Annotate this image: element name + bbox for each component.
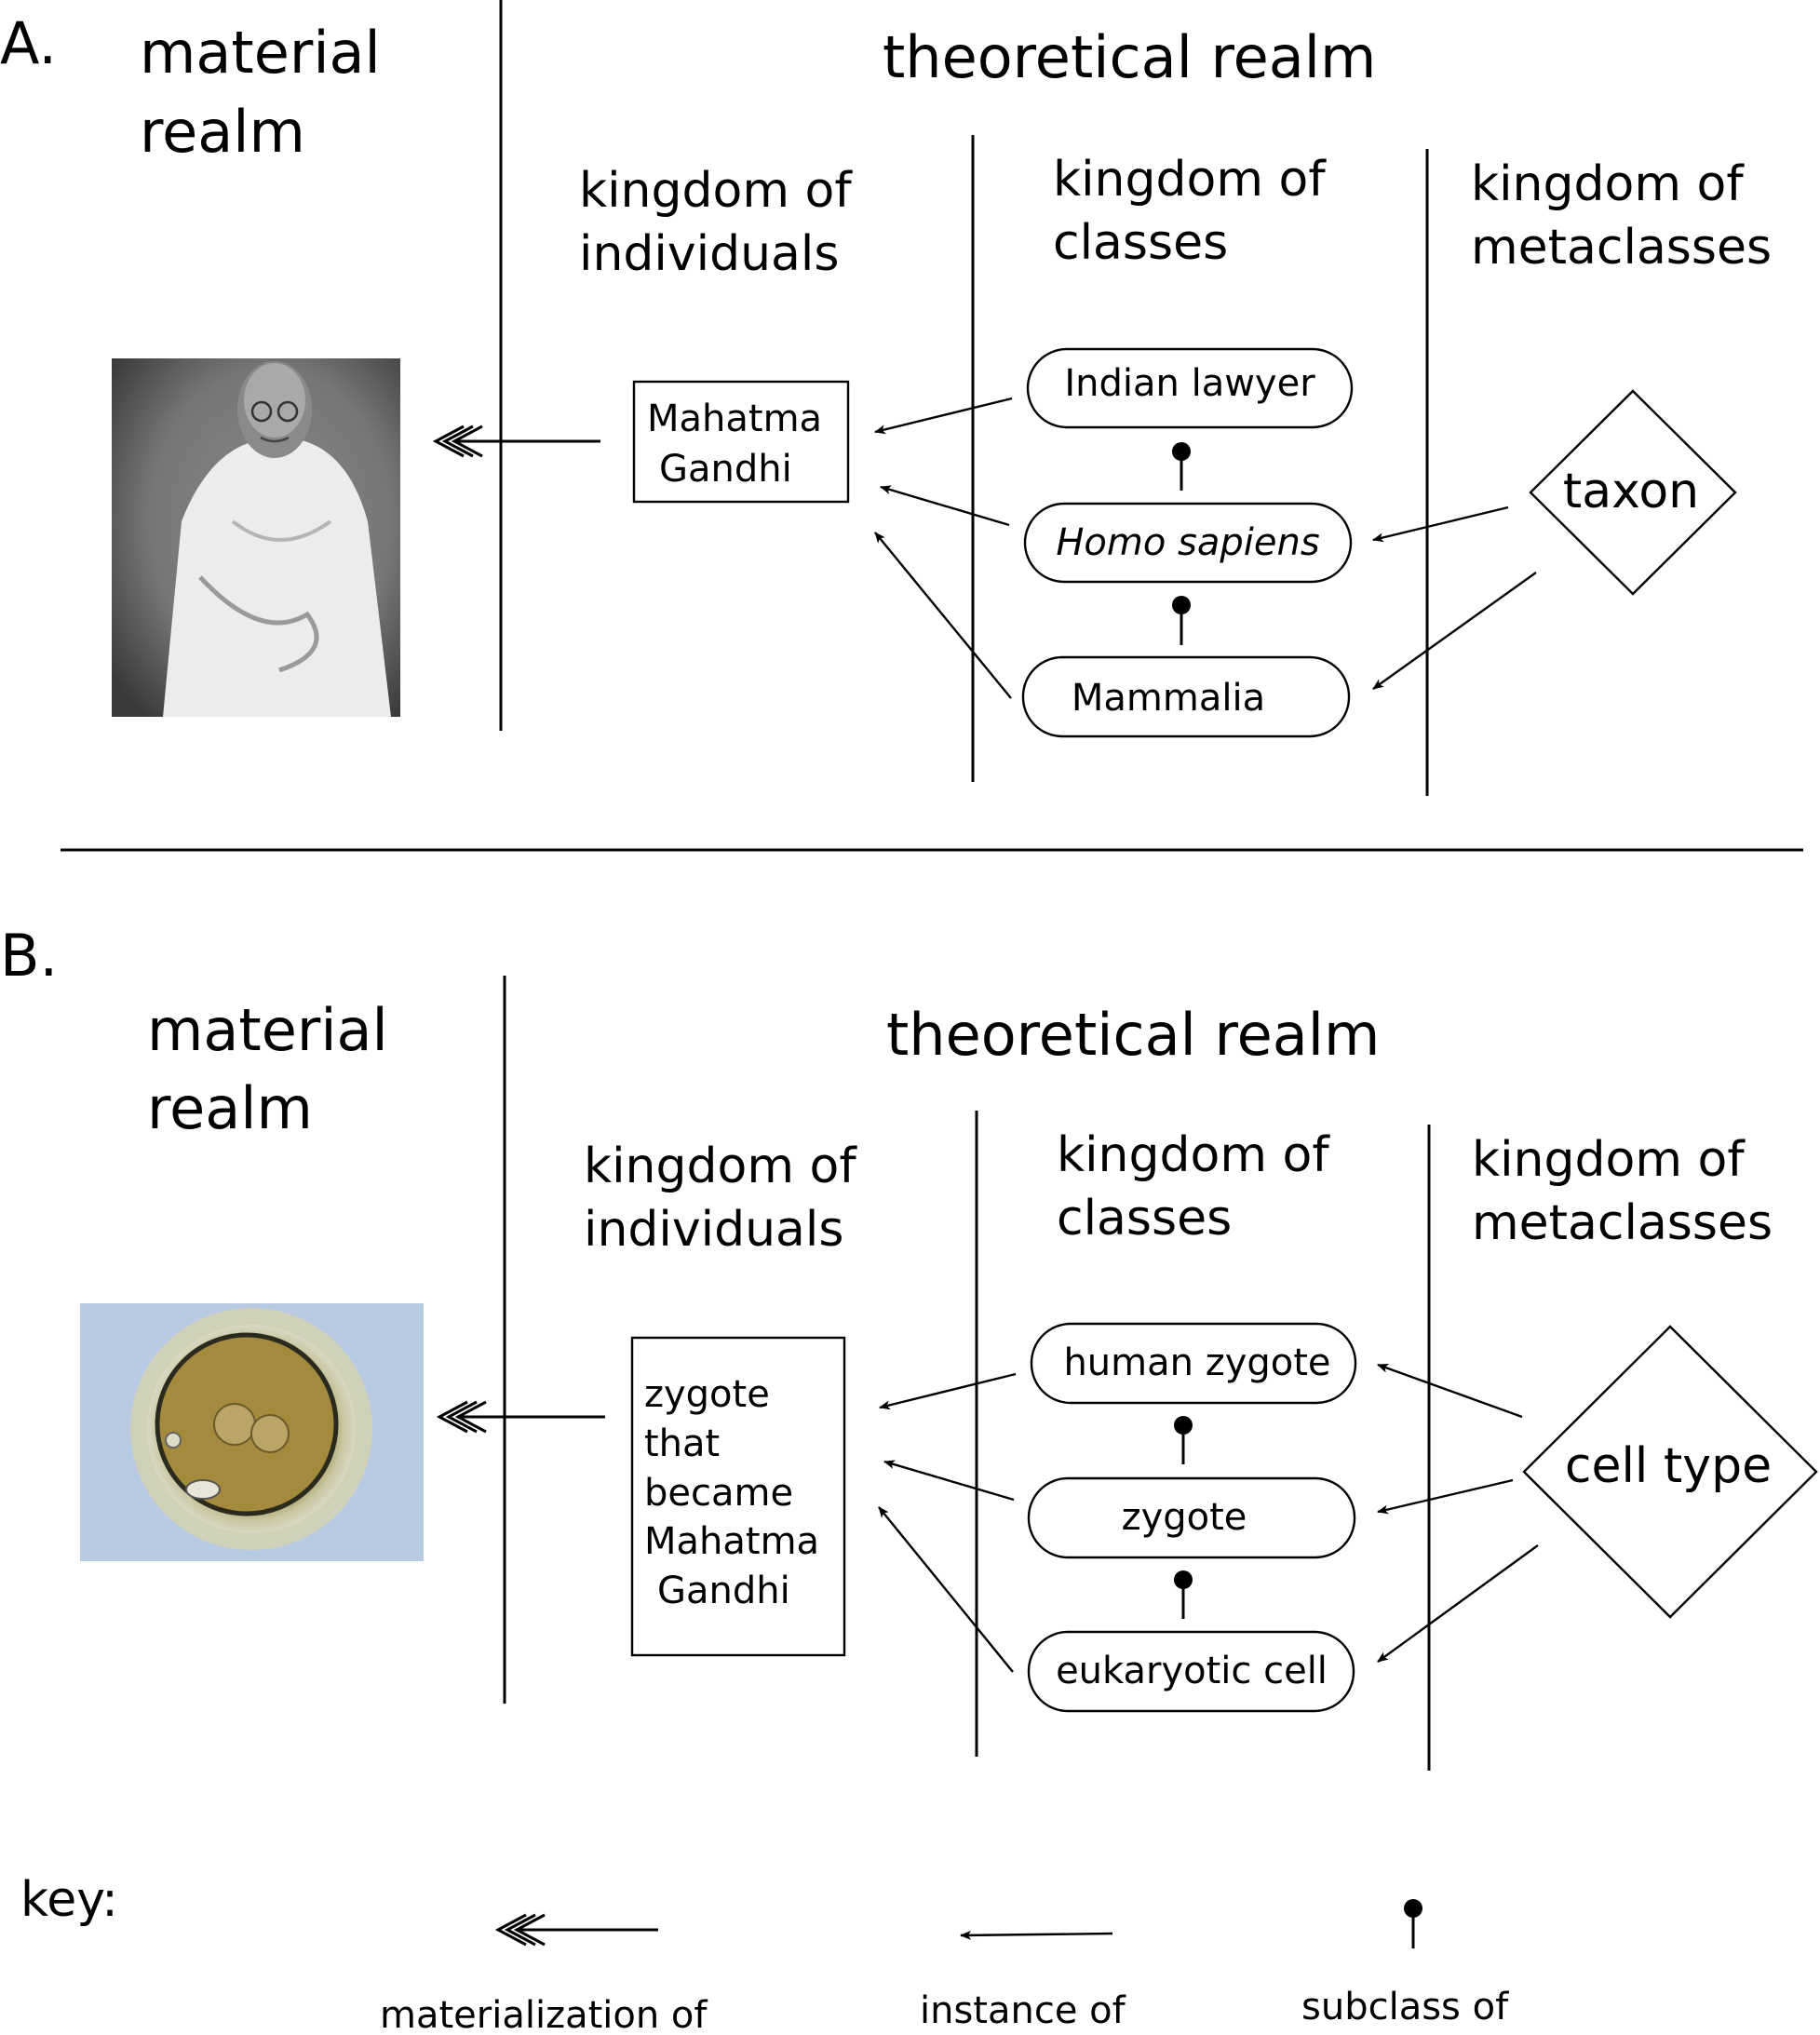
panel-b-individual-text-5: Gandhi (657, 1570, 790, 1612)
panel-b-metaclass-arrow-2 (1377, 1478, 1514, 1515)
panel-a-metaclass-arrow-1 (1372, 505, 1509, 543)
panel-a-class-indian-lawyer-label: Indian lawyer (1064, 362, 1315, 405)
panel-b-kingdom-metaclasses-1: kingdom of (1472, 1132, 1746, 1188)
key-materialization-symbol (494, 1913, 658, 1947)
panel-a-material-label-1: material (140, 19, 381, 87)
panel-b-subclass-marker-1 (1174, 1416, 1193, 1464)
panel-a-class-homo-sapiens-label: Homo sapiens (1056, 521, 1319, 564)
panel-a-class-indian-lawyer (1026, 347, 1354, 429)
panel-b-material-label-2: realm (147, 1074, 313, 1142)
panel-b-kingdom-classes-1: kingdom of (1057, 1127, 1330, 1183)
panel-a-subclass-marker-2 (1172, 596, 1191, 645)
panel-b-materialization-arrow (436, 1400, 605, 1434)
panel-a-theoretical-label: theoretical realm (883, 23, 1376, 91)
panel-a-individual-box (632, 380, 850, 504)
panel-a-subclass-marker-1 (1172, 442, 1191, 491)
panel-a-individual-text-1: Mahatma (647, 398, 822, 440)
panel-a-materialization-arrow (432, 425, 600, 458)
panel-b-metaclass-label: cell type (1565, 1438, 1772, 1494)
panel-a-class-mammalia-label: Mammalia (1072, 677, 1265, 720)
panel-b-metaclass-arrow-3 (1377, 1544, 1539, 1663)
panel-b-photo (80, 1303, 424, 1561)
panel-b-theoretical-label: theoretical realm (886, 1001, 1380, 1069)
key-label: key: (20, 1872, 118, 1928)
key-subclass-label: subclass of (1301, 1986, 1509, 2028)
panel-a-kingdom-metaclasses-2: metaclasses (1471, 220, 1772, 276)
panel-b-individual-text-2: that (644, 1422, 720, 1465)
panel-a-kingdom-individuals-2: individuals (579, 226, 839, 282)
panel-a: A. material realm theoretical realm king… (0, 0, 1772, 796)
key-instance-label: instance of (920, 1989, 1126, 2032)
panel-b: B. material realm theoretical realm king… (0, 922, 1818, 1771)
panel-b-class-zygote-label: zygote (1122, 1496, 1247, 1539)
panel-a-kingdom-individuals-1: kingdom of (579, 163, 853, 219)
panel-a-instance-arrow-2 (880, 485, 1010, 527)
panel-b-individual-text-1: zygote (644, 1373, 770, 1416)
panel-b-individual-text-3: became (644, 1472, 793, 1515)
panel-b-letter: B. (0, 922, 58, 990)
panel-a-letter: A. (0, 9, 57, 77)
panel-b-instance-arrow-2 (883, 1460, 1015, 1502)
panel-b-class-zygote (1027, 1476, 1356, 1559)
panel-b-kingdom-metaclasses-2: metaclasses (1472, 1195, 1773, 1251)
key-legend: key: materialization of instance of subc… (20, 1872, 1509, 2035)
panel-a-instance-arrow-1 (874, 397, 1013, 435)
panel-b-kingdom-individuals-2: individuals (584, 1202, 843, 1258)
panel-a-kingdom-classes-2: classes (1053, 215, 1228, 271)
panel-b-class-eukaryotic-cell (1027, 1630, 1355, 1713)
panel-b-individual-text-4: Mahatma (644, 1520, 819, 1563)
panel-a-metaclass-arrow-2 (1372, 572, 1537, 690)
panel-a-kingdom-classes-1: kingdom of (1053, 152, 1327, 208)
panel-b-class-human-zygote-label: human zygote (1063, 1341, 1330, 1384)
panel-a-photo (112, 358, 400, 717)
panel-b-material-label-1: material (147, 996, 388, 1064)
panel-a-metaclass-diamond (1529, 389, 1737, 596)
key-instance-symbol (960, 1930, 1113, 1940)
panel-a-individual-text-2: Gandhi (659, 448, 792, 491)
key-subclass-symbol (1404, 1899, 1422, 1948)
panel-b-metaclass-arrow-1 (1377, 1363, 1523, 1419)
panel-b-individual-box (630, 1336, 846, 1657)
panel-a-class-homo-sapiens (1023, 502, 1353, 584)
panel-b-metaclass-diamond (1522, 1325, 1818, 1619)
panel-b-kingdom-individuals-1: kingdom of (584, 1139, 857, 1194)
panel-b-class-human-zygote (1030, 1322, 1357, 1405)
panel-a-kingdom-metaclasses-1: kingdom of (1471, 156, 1745, 212)
key-materialization-label: materialization of (380, 1994, 708, 2035)
panel-b-kingdom-classes-2: classes (1057, 1191, 1232, 1247)
panel-a-metaclass-label: taxon (1563, 464, 1699, 519)
panel-b-instance-arrow-1 (879, 1372, 1017, 1410)
panel-a-class-mammalia (1021, 655, 1351, 738)
panel-a-instance-arrow-3 (874, 532, 1012, 699)
panel-b-instance-arrow-3 (878, 1506, 1014, 1673)
panel-b-class-eukaryotic-cell-label: eukaryotic cell (1056, 1650, 1328, 1692)
panel-a-material-label-2: realm (140, 98, 305, 166)
panel-b-subclass-marker-2 (1174, 1570, 1193, 1619)
